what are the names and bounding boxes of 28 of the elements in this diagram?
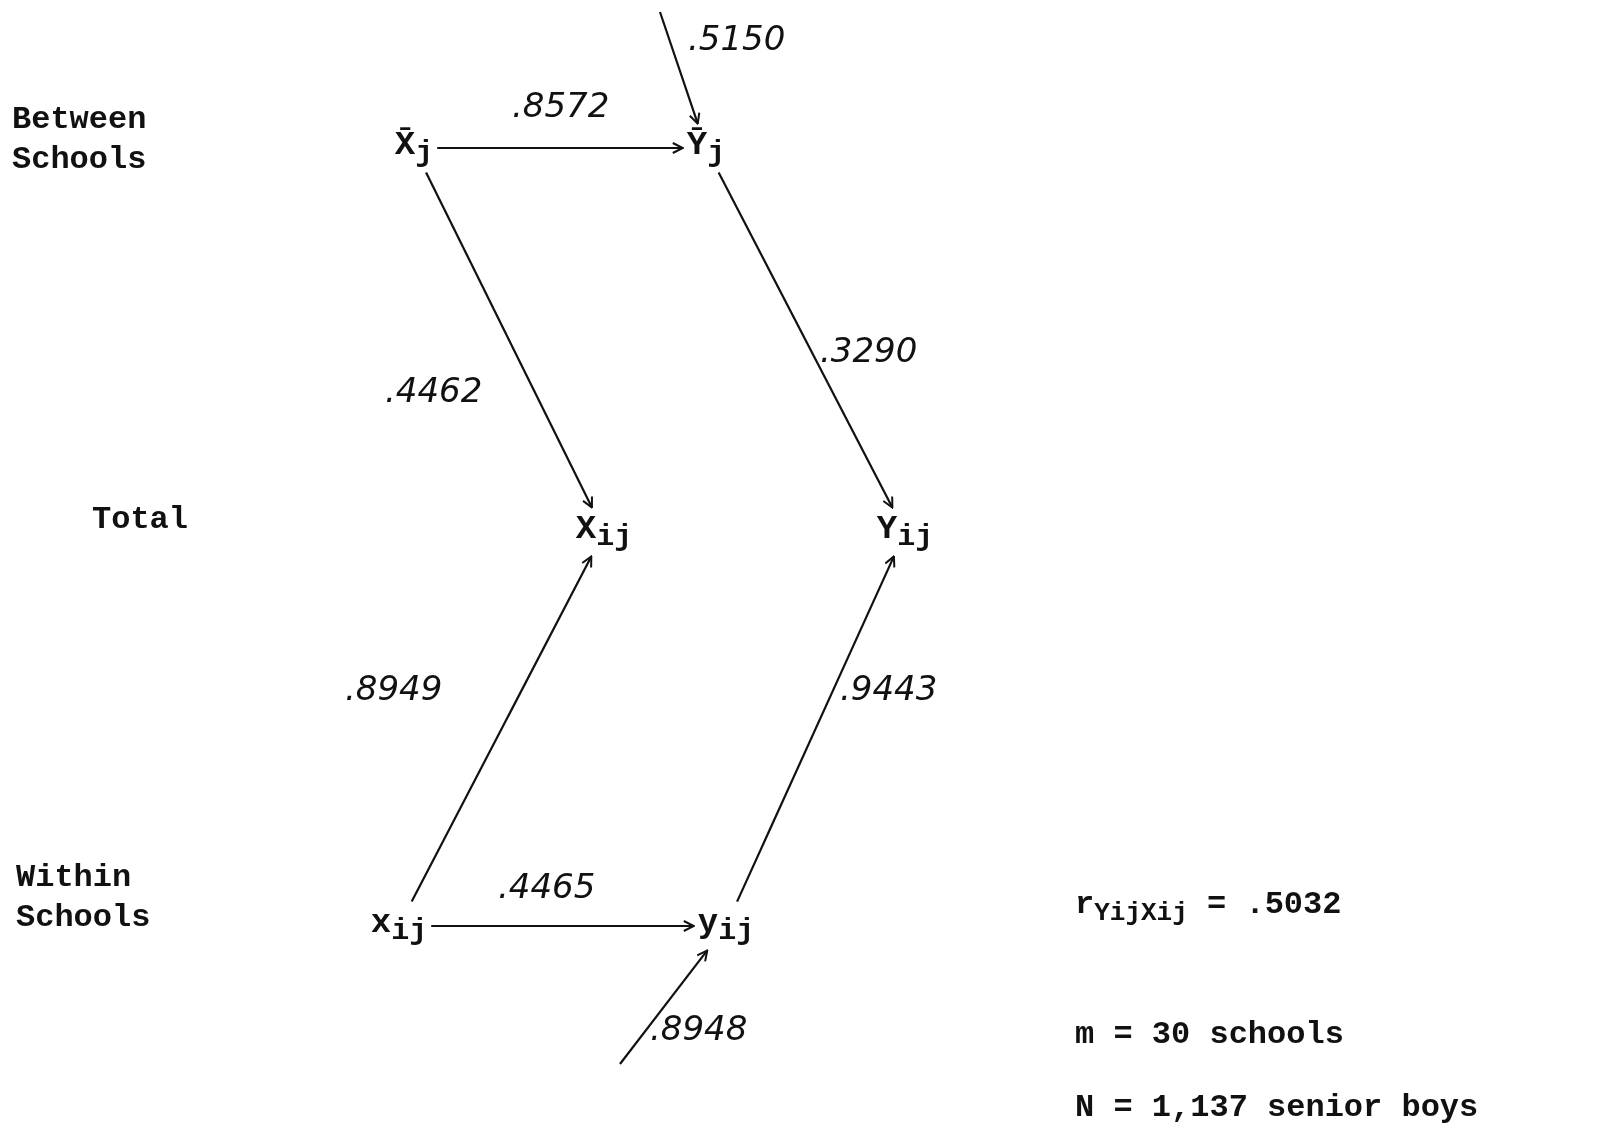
path-coefficient: .4465 (498, 866, 596, 906)
arrow (736, 555, 896, 903)
note: r$_{YijXij}$ = .5032 (1075, 885, 1343, 930)
level-label: Between Schools (12, 100, 148, 180)
arrow (410, 555, 593, 903)
arrow (717, 171, 894, 509)
note: N = 1,137 senior boys (1075, 1088, 1480, 1128)
path-coefficient: .3290 (820, 330, 918, 370)
arrow (425, 171, 593, 509)
variable-symbol: X$_{ij}$ (571, 507, 637, 557)
arrow (431, 920, 695, 932)
level-label: Total (92, 500, 189, 540)
arrow (658, 11, 701, 125)
variable-symbol: y$_{ij}$ (693, 901, 759, 951)
level-label: Within Schools (16, 858, 152, 938)
variable-symbol: Ȳ$_{j}$ (682, 123, 730, 173)
variable-symbol: X̄$_{j}$ (390, 123, 438, 173)
arrow (619, 949, 709, 1065)
variable-symbol: x$_{ij}$ (366, 901, 432, 951)
note: m = 30 schools (1075, 1015, 1345, 1055)
path-coefficient: .8572 (512, 85, 610, 125)
arrow (437, 142, 684, 154)
path-coefficient: .8948 (650, 1008, 748, 1048)
path-coefficient: .8949 (345, 668, 443, 708)
path-coefficient: .5150 (688, 18, 786, 58)
path-coefficient: .4462 (385, 370, 483, 410)
variable-symbol: Y$_{ij}$ (872, 507, 938, 557)
path-coefficient: .9443 (840, 668, 938, 708)
